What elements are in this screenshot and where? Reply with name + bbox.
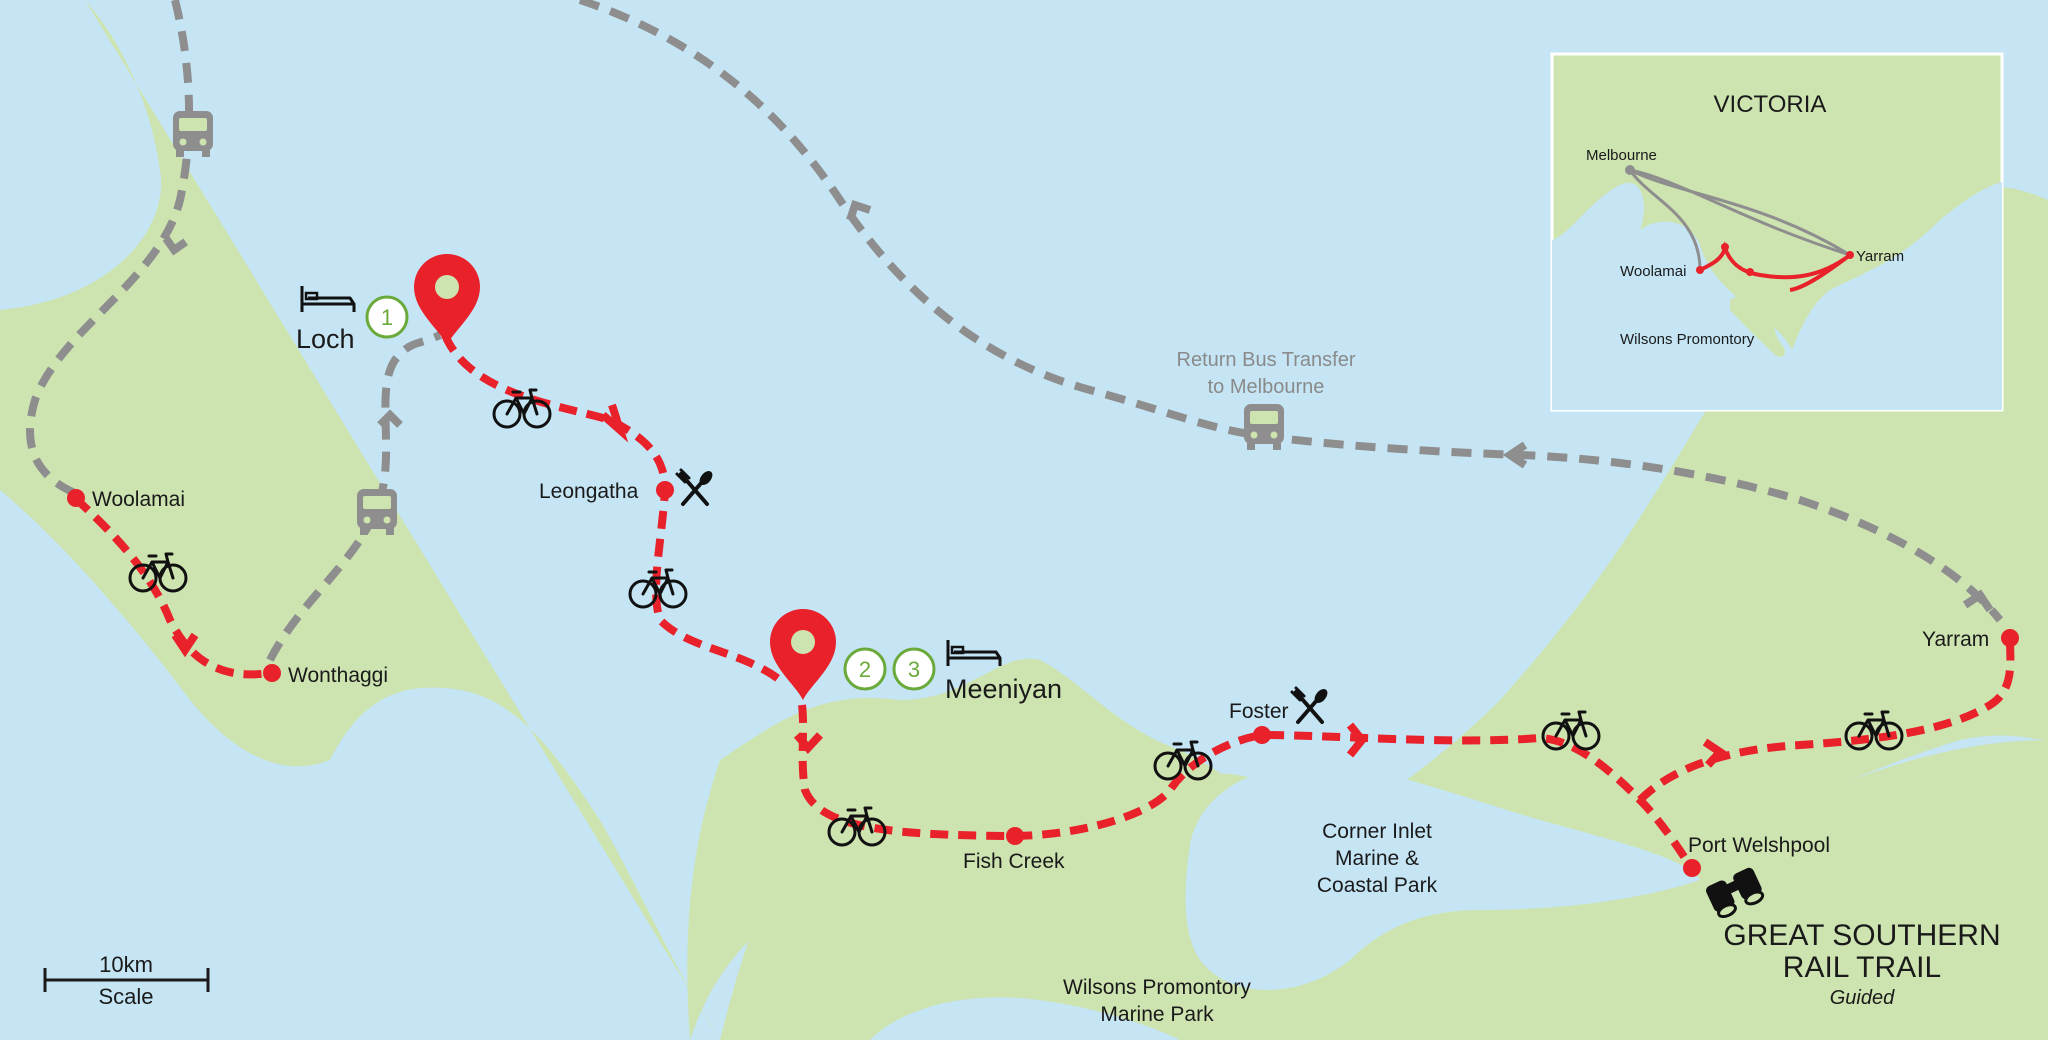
svg-text:10km: 10km bbox=[99, 952, 153, 977]
location-pin-icon bbox=[414, 254, 480, 345]
svg-text:Marine Park: Marine Park bbox=[1100, 1003, 1214, 1026]
bus-icon bbox=[357, 489, 397, 535]
svg-text:VICTORIA: VICTORIA bbox=[1714, 91, 1827, 118]
scale-bar: 10km Scale bbox=[43, 952, 210, 1009]
svg-text:Wilsons Promontory: Wilsons Promontory bbox=[1063, 976, 1251, 999]
southern-water bbox=[0, 760, 270, 1040]
svg-text:Guided: Guided bbox=[1830, 987, 1895, 1009]
svg-text:Coastal Park: Coastal Park bbox=[1317, 874, 1438, 897]
bed-icon bbox=[946, 638, 1002, 668]
svg-text:Return Bus Transfer: Return Bus Transfer bbox=[1177, 349, 1356, 371]
binoculars-icon bbox=[1706, 867, 1765, 919]
park-label-wilsons-marine: Wilsons Promontory Marine Park bbox=[1063, 976, 1251, 1026]
svg-text:2: 2 bbox=[859, 657, 871, 682]
svg-text:Wilsons Promontory: Wilsons Promontory bbox=[1620, 331, 1755, 348]
svg-text:GREAT SOUTHERN: GREAT SOUTHERN bbox=[1723, 919, 2000, 952]
svg-text:Marine &: Marine & bbox=[1335, 847, 1419, 870]
town-label-loch: Loch bbox=[296, 324, 355, 354]
svg-text:Corner Inlet: Corner Inlet bbox=[1322, 820, 1432, 843]
svg-text:Scale: Scale bbox=[98, 984, 153, 1009]
bus-icon bbox=[1244, 404, 1284, 450]
town-label-meeniyan: Meeniyan bbox=[945, 674, 1062, 704]
bus-icon bbox=[173, 111, 213, 157]
park-label-corner-inlet: Corner Inlet Marine & Coastal Park bbox=[1317, 820, 1438, 897]
bus-route-arrows bbox=[162, 199, 1994, 613]
inset-map: VICTORIA Melbourne Yarram Woolamai Wilso… bbox=[1550, 52, 2004, 412]
map-title: GREAT SOUTHERN RAIL TRAIL Guided bbox=[1723, 919, 2000, 1009]
svg-text:1: 1 bbox=[381, 305, 393, 330]
town-label-wonthaggi: Wonthaggi bbox=[288, 664, 388, 687]
svg-text:RAIL TRAIL: RAIL TRAIL bbox=[1783, 951, 1941, 984]
town-label-yarram: Yarram bbox=[1922, 628, 1989, 651]
svg-text:Woolamai: Woolamai bbox=[1620, 263, 1686, 280]
fork-knife-icon bbox=[1290, 684, 1332, 724]
town-label-port-welshpool: Port Welshpool bbox=[1688, 834, 1830, 857]
land-mass bbox=[85, 0, 2048, 1040]
town-label-foster: Foster bbox=[1229, 700, 1289, 723]
corner-inlet-water bbox=[1185, 764, 1700, 990]
fork-knife-icon bbox=[675, 466, 717, 506]
promontory-water bbox=[870, 997, 1180, 1040]
svg-text:Yarram: Yarram bbox=[1856, 248, 1904, 265]
town-label-fish-creek: Fish Creek bbox=[963, 850, 1065, 873]
bed-icon bbox=[300, 284, 356, 314]
town-label-woolamai: Woolamai bbox=[92, 488, 185, 511]
bus-transfer-label: Return Bus Transfer to Melbourne bbox=[1177, 349, 1356, 398]
location-pin-icon bbox=[770, 609, 836, 700]
cycling-route-arrows bbox=[171, 403, 1727, 768]
svg-text:3: 3 bbox=[908, 657, 920, 682]
svg-text:to Melbourne: to Melbourne bbox=[1208, 376, 1325, 398]
route-stops bbox=[67, 481, 2019, 877]
stay-badge: 1 bbox=[365, 295, 409, 339]
svg-text:Melbourne: Melbourne bbox=[1586, 147, 1657, 164]
town-label-leongatha: Leongatha bbox=[539, 480, 639, 503]
stay-badge: 3 bbox=[892, 647, 936, 691]
stay-badge: 2 bbox=[843, 647, 887, 691]
